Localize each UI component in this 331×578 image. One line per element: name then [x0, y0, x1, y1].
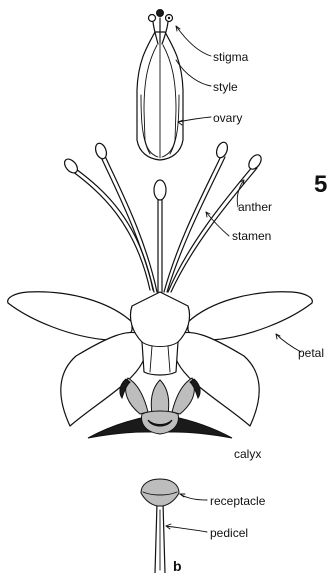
anther-drawing — [246, 153, 263, 172]
label-petal: petal — [298, 346, 324, 360]
pistil — [137, 10, 183, 161]
label-anther: anther — [238, 200, 272, 214]
pedicel-drawing — [155, 503, 165, 573]
receptacle-drawing — [141, 479, 179, 506]
figure-letter: b — [173, 558, 182, 573]
label-ovary: ovary — [213, 111, 242, 125]
label-receptacle: receptacle — [210, 494, 266, 508]
label-stamen: stamen — [232, 229, 271, 243]
label-style: style — [213, 80, 238, 94]
stamens — [62, 141, 264, 292]
edge-fragment: 5 — [314, 171, 327, 198]
label-pedicel: pedicel — [210, 526, 248, 540]
label-calyx: calyx — [234, 447, 261, 461]
label-stigma: stigma — [213, 50, 249, 64]
